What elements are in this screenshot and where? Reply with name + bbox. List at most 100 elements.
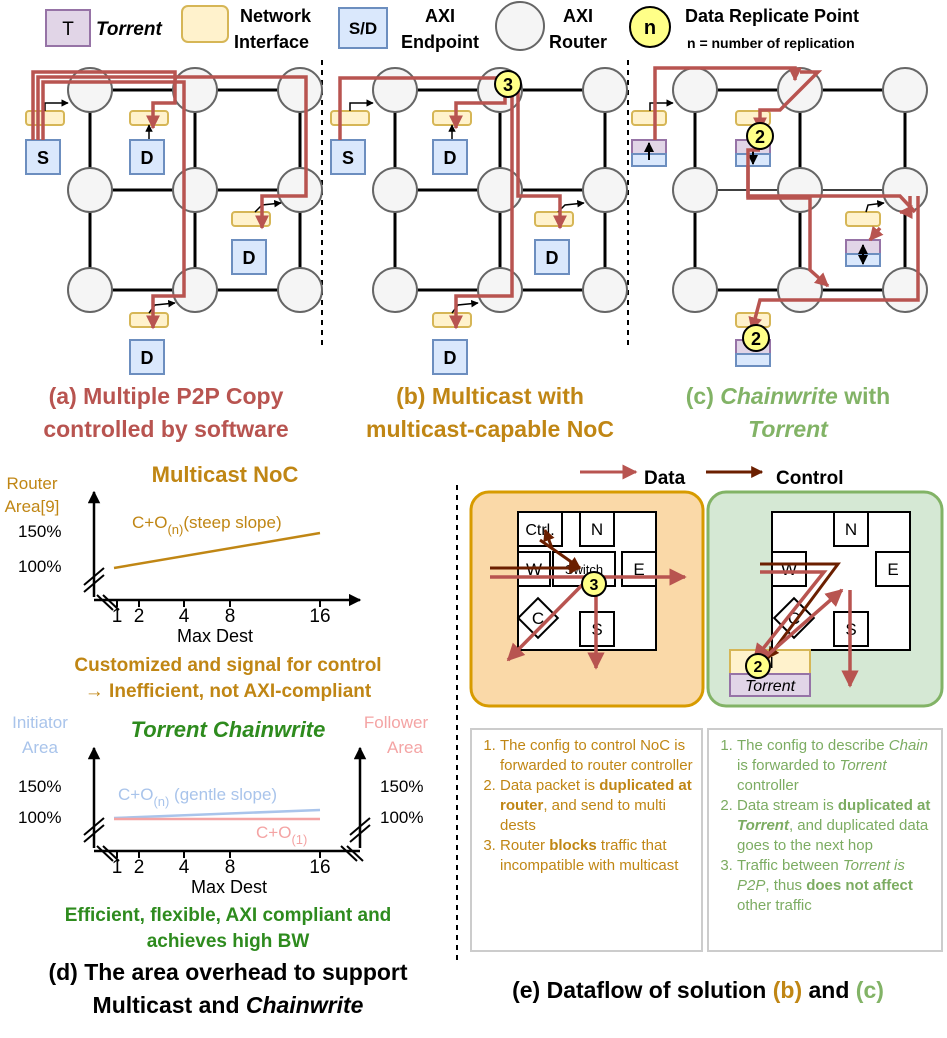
router-e-label: E: [633, 560, 644, 579]
chainwrite-note-item-text: does not affect: [806, 877, 913, 894]
replicate-count-c1: 2: [755, 127, 765, 147]
replicate-legend-circle: [629, 6, 671, 48]
multicast-note-item-text: , and send to multi dests: [500, 797, 666, 834]
router-legend-line1: AXI: [563, 6, 593, 26]
notes-chainwrite: The config to describe Chain is forwarde…: [707, 728, 943, 952]
torrent-legend-symbol: T: [62, 19, 74, 40]
endpoints-a: [25, 139, 267, 375]
multicast-curve-label: C+O(n)(steep slope): [132, 513, 282, 537]
initiator-tick-100: 100%: [18, 808, 61, 827]
endpoints-b: [330, 139, 570, 375]
ni-legend-line2: Interface: [234, 32, 309, 52]
chainwrite-note-item-text: Data stream is: [737, 797, 838, 814]
torrent-axes: [83, 746, 371, 862]
dest-label-a2: D: [243, 248, 256, 268]
multicast-axes: [83, 490, 362, 611]
follower-tick-100: 100%: [380, 808, 423, 827]
torrent-note-line1: Efficient, flexible, AXI compliant and: [65, 905, 392, 926]
multicast-note-line2: → Inefficient, not AXI-compliant: [85, 681, 372, 702]
torrent-unit-box: [729, 673, 811, 697]
replicate-count-b: 3: [503, 75, 513, 95]
svg-text:16: 16: [309, 857, 330, 878]
torrent-router-n-box: [833, 511, 869, 547]
svg-text:Data: Data: [644, 468, 686, 489]
data-paths-c: [653, 66, 920, 332]
chainwrite-note-item-text: Torrent: [737, 817, 789, 834]
notes-multicast-list: The config to control NoC is forwarded t…: [482, 736, 693, 876]
notes-chainwrite-list: The config to describe Chain is forwarde…: [719, 736, 933, 916]
torrent-replicate-count: 2: [754, 659, 763, 676]
multicast-note-item-text: Data packet is: [500, 777, 600, 794]
chainwrite-note-item-text: is forwarded to: [737, 757, 840, 774]
follower-area-line1: Follower: [364, 713, 429, 732]
replicate-point-c1: [746, 122, 774, 150]
router-replicate-count: 3: [590, 577, 599, 594]
legend: T Torrent Network Interface S/D AXI Endp…: [45, 1, 859, 52]
initiator-area-line1: Initiator: [12, 713, 68, 732]
chainwrite-note-item-text: Torrent: [842, 857, 890, 874]
initiator-curve-line: [113, 808, 321, 820]
replicate-point-b: [494, 70, 522, 98]
ni-legend-box: [181, 5, 229, 43]
torrent-data-paths: [752, 570, 859, 688]
torrent-router-n-label: N: [845, 520, 857, 539]
source-label-b: S: [342, 148, 354, 168]
caption-d-line1: (d) The area overhead to support: [48, 959, 407, 985]
ni-legend-line1: Network: [240, 6, 312, 26]
chainwrite-note-item-text: other traffic: [737, 897, 812, 914]
dest-label-a1: D: [141, 148, 154, 168]
router-legend-line2: Router: [549, 32, 607, 52]
chainwrite-note-item-text: , thus: [765, 877, 807, 894]
caption-b-line1: (b) Multicast with: [396, 383, 584, 409]
torrent-router-w-box: [771, 551, 807, 587]
chainwrite-note-item-text: duplicated at: [837, 797, 931, 814]
initiator-curve-label: C+O(n) (gentle slope): [118, 785, 277, 809]
chainwrite-note-item-text: controller: [737, 777, 799, 794]
caption-c-line1: (c) Chainwrite with: [686, 383, 890, 409]
panel-b: S D D D 3 (b) Multicast with multicast-c…: [330, 67, 628, 442]
svg-text:4: 4: [179, 606, 190, 627]
chainwrite-note-item-text: Chain: [888, 737, 928, 754]
multicast-note-item: Data packet is duplicated at router, and…: [500, 776, 693, 836]
follower-area-line2: Area: [387, 738, 423, 757]
chainwrite-note-item-text: Traffic between: [737, 857, 843, 874]
svg-text:1: 1: [112, 857, 123, 878]
router-e-box: [621, 551, 657, 587]
torrent-x-ticks: 1 2 4 8 16: [112, 857, 331, 878]
multicast-note-item-text: Router: [500, 837, 550, 854]
endpoint-legend-symbol: S/D: [349, 19, 377, 38]
dest-label-b1: D: [444, 148, 457, 168]
torrent-unit-label: Torrent: [745, 678, 796, 695]
endpoint-legend-line2: Endpoint: [401, 32, 479, 52]
follower-tick-150: 150%: [380, 777, 423, 796]
caption-d-line2: Multicast and Chainwrite: [93, 992, 364, 1018]
chainwrite-note-item-text: The config to describe: [737, 737, 889, 754]
multicast-note-item-text: blocks: [549, 837, 597, 854]
torrent-x-label: Max Dest: [191, 877, 267, 897]
replicate-legend-symbol: n: [644, 17, 656, 39]
dest-label-a3: D: [141, 348, 154, 368]
replicate-point-c2: [742, 324, 770, 352]
caption-c-line2: Torrent: [748, 416, 829, 442]
panel-d: Multicast NoC Router Area[9] 150% 100% C…: [5, 462, 429, 1018]
panel-c: 2 2 (c) Chainwrite with Torrent: [631, 66, 928, 442]
svg-text:2: 2: [134, 606, 145, 627]
panel-e: Data Control Ctrl. N W Switch E S C: [469, 464, 944, 1003]
initiator-area-line2: Area: [22, 738, 58, 757]
router-legend-circle: [495, 1, 545, 51]
chainwrite-note-item: The config to describe Chain is forwarde…: [737, 736, 933, 796]
routers-a: [67, 67, 323, 313]
multicast-note-item: The config to control NoC is forwarded t…: [500, 736, 693, 776]
chainwrite-note-item: Traffic between Torrent is P2P, thus doe…: [737, 856, 933, 916]
dest-label-b3: D: [444, 348, 457, 368]
multicast-note-item-text: traffic that incompatible with multicast: [500, 837, 679, 874]
follower-curve-label: C+O(1): [256, 823, 307, 847]
caption-a-line2: controlled by software: [43, 416, 288, 442]
torrent-internal-arrows-c: [644, 142, 868, 265]
torrent-replicate-point: [745, 653, 771, 679]
multicast-tick-150: 150%: [18, 522, 61, 541]
svg-text:2: 2: [134, 857, 145, 878]
chainwrite-note-item-text: , and duplicated data goes to the next h…: [737, 817, 929, 854]
replicate-legend-sub: n = number of replication: [687, 35, 855, 51]
